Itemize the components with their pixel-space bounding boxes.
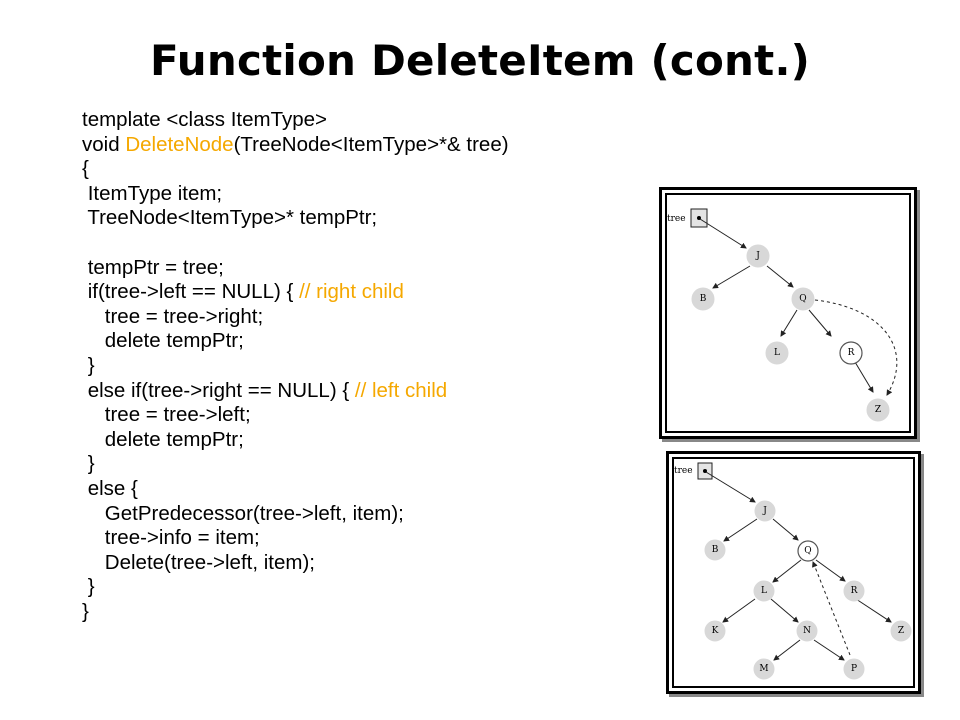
code-text: tree = tree->right;: [82, 304, 264, 328]
code-text: if(tree->left == NULL) {: [82, 280, 300, 304]
tree-pointer-label: tree: [667, 214, 686, 224]
tree2-node-N: N: [796, 620, 818, 642]
code-text: }: [82, 599, 89, 623]
tree2-node-J: J: [754, 500, 776, 522]
svg-text:J: J: [762, 506, 767, 516]
code-text: delete tempPtr;: [82, 329, 244, 353]
tree-diagram-1: tree J B Q L R Z: [659, 187, 917, 439]
svg-text:K: K: [712, 626, 719, 636]
tree2-node-Z: Z: [890, 620, 912, 642]
tree2-node-K: K: [704, 620, 726, 642]
code-line: TreeNode<ItemType>* tempPtr;: [82, 206, 509, 231]
code-line: tree = tree->right;: [82, 305, 509, 330]
tree1-node-B: B: [691, 287, 715, 311]
svg-text:J: J: [755, 251, 760, 261]
code-line: GetPredecessor(tree->left, item);: [82, 502, 509, 527]
code-text: tempPtr = tree;: [82, 255, 224, 279]
code-text: ItemType item;: [82, 181, 223, 205]
code-text: else {: [82, 476, 138, 500]
tree1-node-Q: Q: [791, 287, 815, 311]
code-text: }: [82, 353, 95, 377]
code-text: tree = tree->left;: [82, 403, 251, 427]
code-line: tempPtr = tree;: [82, 256, 509, 281]
code-line: if(tree->left == NULL) { // right child: [82, 280, 509, 305]
tree2-node-L: L: [753, 580, 775, 602]
code-highlight: // left child: [354, 378, 448, 402]
tree2-node-Q: Q: [797, 540, 819, 562]
svg-text:L: L: [774, 348, 780, 358]
tree1-node-J: J: [746, 244, 770, 268]
code-line: template <class ItemType>: [82, 108, 509, 133]
code-listing: template <class ItemType>void DeleteNode…: [82, 108, 509, 624]
svg-text:R: R: [851, 586, 858, 596]
tree1-node-R: R: [839, 341, 863, 365]
tree-pointer-label: tree: [674, 466, 693, 476]
svg-text:L: L: [761, 586, 767, 596]
svg-text:B: B: [700, 294, 707, 304]
svg-text:M: M: [759, 664, 768, 674]
code-text: TreeNode<ItemType>* tempPtr;: [82, 206, 378, 230]
code-line: }: [82, 452, 509, 477]
code-line: [82, 231, 509, 256]
code-highlight: DeleteNode: [125, 132, 234, 156]
code-line: }: [82, 575, 509, 600]
code-line: else {: [82, 477, 509, 502]
code-line: tree->info = item;: [82, 526, 509, 551]
tree2-node-R: R: [843, 580, 865, 602]
code-line: Delete(tree->left, item);: [82, 551, 509, 576]
code-line: ItemType item;: [82, 182, 509, 207]
code-text: Delete(tree->left, item);: [82, 550, 315, 574]
code-text: template <class ItemType>: [82, 108, 327, 131]
code-text: {: [82, 157, 89, 181]
code-line: void DeleteNode(TreeNode<ItemType>*& tre…: [82, 133, 509, 158]
code-line: }: [82, 600, 509, 625]
code-text: GetPredecessor(tree->left, item);: [82, 501, 404, 525]
code-text: void: [82, 132, 126, 156]
svg-text:N: N: [803, 626, 811, 636]
svg-text:Q: Q: [799, 294, 806, 304]
code-line: else if(tree->right == NULL) { // left c…: [82, 379, 509, 404]
tree1-node-Z: Z: [866, 398, 890, 422]
code-line: {: [82, 157, 509, 182]
svg-text:R: R: [848, 348, 855, 358]
code-line: delete tempPtr;: [82, 329, 509, 354]
tree1-node-L: L: [765, 341, 789, 365]
tree-diagram-2: tree J B Q L R K N Z M P: [666, 451, 921, 694]
tree2-node-B: B: [704, 539, 726, 561]
tree2-node-M: M: [753, 658, 775, 680]
code-text: (TreeNode<ItemType>*& tree): [233, 132, 509, 156]
svg-text:Z: Z: [898, 626, 904, 636]
code-line: tree = tree->left;: [82, 403, 509, 428]
svg-text:B: B: [712, 545, 719, 555]
code-highlight: // right child: [299, 280, 404, 304]
code-text: tree->info = item;: [82, 526, 260, 550]
svg-text:Q: Q: [804, 546, 811, 556]
code-text: else if(tree->right == NULL) {: [82, 378, 355, 402]
code-line: delete tempPtr;: [82, 428, 509, 453]
svg-text:Z: Z: [875, 405, 881, 415]
slide-title: Function DeleteItem (cont.): [150, 36, 810, 85]
code-text: }: [82, 575, 95, 599]
code-line: }: [82, 354, 509, 379]
svg-text:P: P: [851, 664, 857, 674]
tree2-node-P: P: [843, 658, 865, 680]
code-text: delete tempPtr;: [82, 427, 244, 451]
code-text: }: [82, 452, 95, 476]
